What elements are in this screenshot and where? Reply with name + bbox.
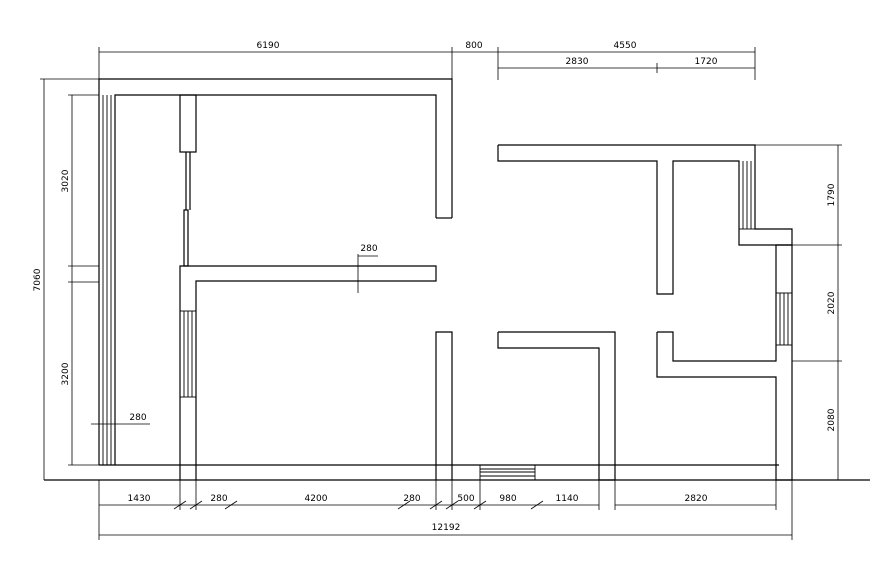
dim-right-lower: 2080	[827, 408, 837, 431]
dim-bottom-total: 12192	[432, 523, 461, 533]
dim-bottom-8: 2820	[685, 494, 708, 504]
wall-t-junction	[179, 265, 437, 480]
threshold	[479, 464, 536, 481]
wall-segment	[183, 209, 189, 267]
inner-wall-left-top	[114, 94, 437, 465]
dim-left-upper: 3020	[61, 169, 71, 192]
dim-bottom-5: 500	[457, 494, 474, 504]
dimension-lines	[40, 47, 842, 540]
walls	[44, 78, 870, 481]
wall-right-lower	[497, 331, 616, 481]
dim-top-mid: 800	[465, 41, 482, 51]
dim-top-left: 6190	[257, 41, 280, 51]
dim-bottom-3: 4200	[305, 494, 328, 504]
dim-left-lower: 3200	[61, 362, 71, 385]
dim-right-mid: 2020	[827, 291, 837, 314]
wall-segment	[435, 331, 453, 480]
dim-bottom-4: 280	[403, 494, 420, 504]
dim-top-right-b: 1720	[695, 57, 718, 67]
dim-top-right: 4550	[614, 41, 637, 51]
dim-bottom-6: 980	[499, 494, 516, 504]
dim-right-upper: 1790	[827, 183, 837, 206]
dim-wall-thickness-left: 280	[129, 413, 146, 423]
dim-top-right-a: 2830	[566, 57, 589, 67]
outer-wall-left-top	[98, 78, 453, 465]
dim-bottom-2: 280	[210, 494, 227, 504]
wall-right-lower-2	[656, 244, 793, 481]
wall-segment	[179, 94, 197, 153]
dimension-labels: 6190 800 4550 2830 1720 7060 3020 3200 1…	[33, 41, 837, 533]
dim-wall-thickness-inner: 280	[360, 244, 377, 254]
wall-right-upper	[497, 144, 793, 295]
dim-bottom-7: 1140	[556, 494, 579, 504]
dim-bottom-1: 1430	[128, 494, 151, 504]
dim-left-total: 7060	[33, 268, 43, 291]
